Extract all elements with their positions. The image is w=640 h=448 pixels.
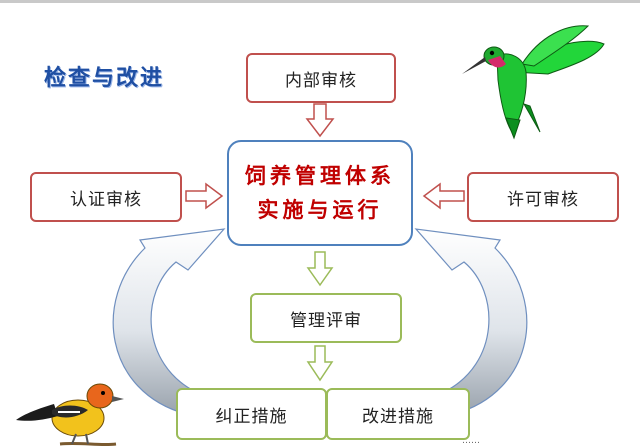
top-border-line [0,0,640,3]
arrow-review-to-actions [306,345,334,382]
center-line-2: 实施与运行 [257,197,383,222]
footer-text: …… [462,436,480,446]
node-management-review: 管理评审 [250,293,402,343]
node-certification-audit-label: 认证审核 [70,189,142,210]
oriole-bird-icon [16,383,124,447]
node-corrective-action: 纠正措施 [176,388,327,440]
node-improvement-action: 改进措施 [326,388,470,440]
hummingbird-icon [462,25,605,140]
node-improvement-action-label: 改进措施 [362,406,434,427]
arrow-center-to-review [306,251,334,287]
left-loop-arrow [112,228,226,415]
arrow-internal-to-center [305,103,335,138]
node-corrective-action-label: 纠正措施 [215,406,288,427]
arrow-certification-to-center [185,182,224,210]
page-title: 检查与改进 [44,66,165,91]
node-certification-audit: 认证审核 [30,172,182,222]
node-management-review-label: 管理评审 [290,310,362,331]
arrow-license-to-center [422,182,465,210]
node-internal-audit: 内部审核 [246,53,396,103]
node-center-system: 饲养管理体系 实施与运行 [227,140,413,246]
node-internal-audit-label: 内部审核 [285,70,357,91]
node-license-audit: 许可审核 [467,172,619,222]
center-line-1: 饲养管理体系 [245,163,395,188]
right-loop-arrow [414,228,528,415]
node-license-audit-label: 许可审核 [507,189,579,210]
